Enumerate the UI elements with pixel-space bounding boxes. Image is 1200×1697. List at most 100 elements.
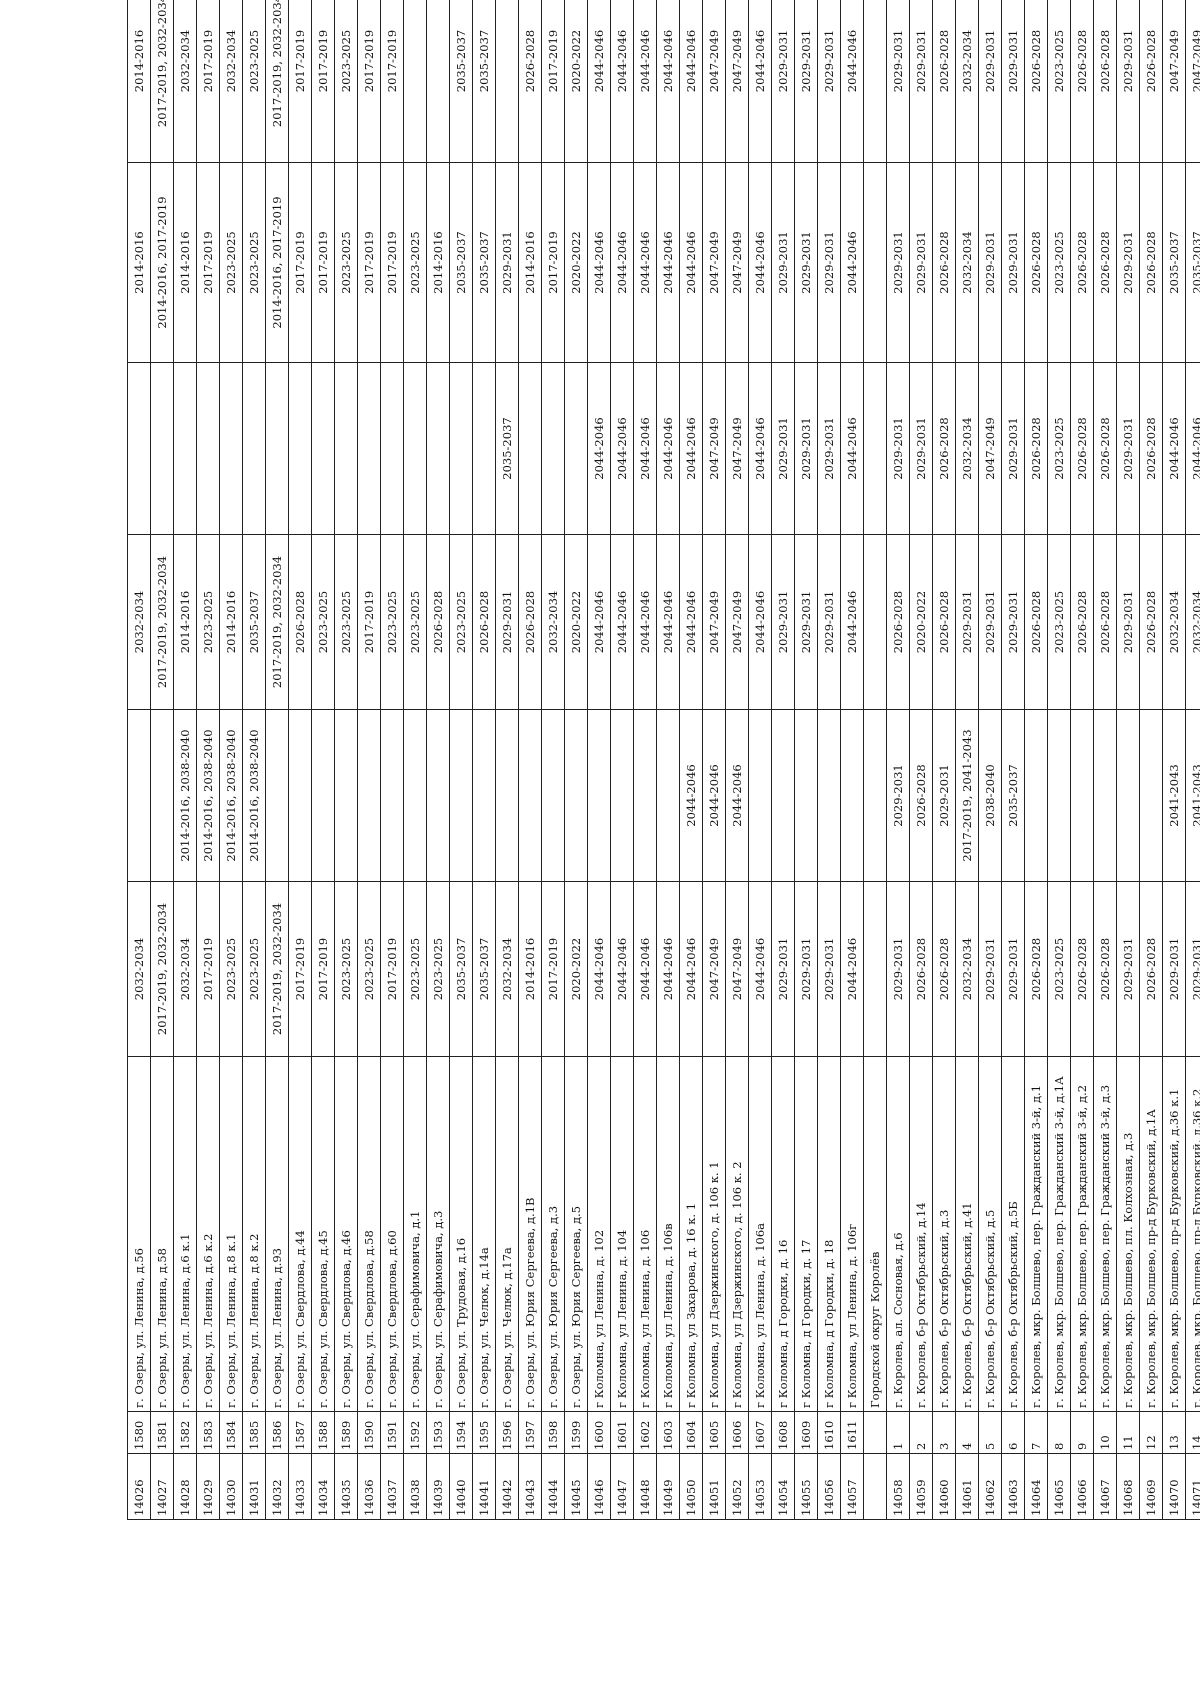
row-number-cell: 1601: [610, 1411, 634, 1454]
period-cell-1: 2026-2028: [909, 881, 933, 1057]
period-cell-4: 2044-2046: [840, 362, 864, 535]
row-code-cell: 14056: [817, 1453, 841, 1520]
period-cell-5: 2017-2019: [196, 162, 220, 363]
period-cell-1: 2014-2016: [518, 881, 542, 1057]
address-cell: г. Королев, мкр. Болшево, пер. Гражданск…: [1047, 1056, 1071, 1412]
period-cell-1: 2029-2031: [886, 881, 910, 1057]
period-cell-2: 2014-2016, 2038-2040: [173, 709, 197, 882]
row-number-cell: 14: [1185, 1411, 1200, 1454]
row-number-cell: 1591: [380, 1411, 404, 1454]
period-cell-4: 2044-2046: [748, 362, 772, 535]
address-cell: г Коломна, ул Дзержинского, д. 106 к. 2: [725, 1056, 749, 1412]
period-cell-5: 2017-2019: [380, 162, 404, 363]
period-cell-5: 2029-2031: [1116, 162, 1140, 363]
row-code-cell: 14028: [173, 1453, 197, 1520]
address-cell: г. Королев, б-р Октябрьский, д.3: [932, 1056, 956, 1412]
period-cell-6: 2032-2034: [173, 0, 197, 163]
period-cell-4: [196, 362, 220, 535]
row-code-cell: 14060: [932, 1453, 956, 1520]
address-cell: г Коломна, ул Захарова, д. 16 к. 1: [679, 1056, 703, 1412]
period-cell-1: 2032-2034: [173, 881, 197, 1057]
row-number-cell: 1605: [702, 1411, 726, 1454]
period-cell-1: 2029-2031: [794, 881, 818, 1057]
address-cell: г. Озеры, ул. Ленина, д.56: [127, 1056, 151, 1412]
row-code-cell: 14059: [909, 1453, 933, 1520]
address-cell: г Коломна, д Городки, д. 18: [817, 1056, 841, 1412]
row-code-cell: 14048: [633, 1453, 657, 1520]
period-cell-3: 2044-2046: [656, 534, 680, 710]
period-cell-3: 2044-2046: [633, 534, 657, 710]
period-cell-6: 2029-2031: [771, 0, 795, 163]
period-cell-3: 2017-2019: [357, 534, 381, 710]
row-number-cell: 10: [1093, 1411, 1117, 1454]
period-cell-2: [633, 709, 657, 882]
period-cell-1: 2023-2025: [403, 881, 427, 1057]
period-cell-2: [449, 709, 473, 882]
period-cell-2: [380, 709, 404, 882]
row-number-cell: [863, 1411, 887, 1454]
period-cell-5: 2014-2016, 2017-2019: [150, 162, 174, 363]
address-cell: г. Королев, мкр. Болшево, пр-д Бурковски…: [1185, 1056, 1200, 1412]
address-cell: г. Королев, б-р Октябрьский, д.14: [909, 1056, 933, 1412]
row-number-cell: 1599: [564, 1411, 588, 1454]
period-cell-6: 2044-2046: [610, 0, 634, 163]
period-cell-5: 2029-2031: [817, 162, 841, 363]
row-code-cell: 14035: [334, 1453, 358, 1520]
period-cell-5: 2047-2049: [725, 162, 749, 363]
period-cell-1: 2029-2031: [1162, 881, 1186, 1057]
period-cell-2: [863, 709, 887, 882]
period-cell-1: 2032-2034: [127, 881, 151, 1057]
row-code-cell: 14026: [127, 1453, 151, 1520]
row-code-cell: 14053: [748, 1453, 772, 1520]
address-cell: г. Королев, б-р Октябрьский, д.41: [955, 1056, 979, 1412]
period-cell-4: [242, 362, 266, 535]
period-cell-3: 2029-2031: [1001, 534, 1025, 710]
period-cell-5: 2032-2034: [955, 162, 979, 363]
period-cell-2: [748, 709, 772, 882]
period-cell-5: 2017-2019: [288, 162, 312, 363]
row-number-cell: 1589: [334, 1411, 358, 1454]
period-cell-1: 2032-2034: [955, 881, 979, 1057]
row-code-cell: 14066: [1070, 1453, 1094, 1520]
row-code-cell: 14049: [656, 1453, 680, 1520]
row-number-cell: 1600: [587, 1411, 611, 1454]
row-code-cell: 14057: [840, 1453, 864, 1520]
period-cell-5: 2014-2016: [127, 162, 151, 363]
period-cell-1: 2044-2046: [679, 881, 703, 1057]
period-cell-6: 2047-2049: [702, 0, 726, 163]
period-cell-1: 2020-2022: [564, 881, 588, 1057]
row-number-cell: 1603: [656, 1411, 680, 1454]
row-code-cell: 14033: [288, 1453, 312, 1520]
period-cell-1: 2029-2031: [1185, 881, 1200, 1057]
period-cell-5: 2026-2028: [1093, 162, 1117, 363]
period-cell-2: 2026-2028: [909, 709, 933, 882]
period-cell-6: 2035-2037: [449, 0, 473, 163]
row-number-cell: 1597: [518, 1411, 542, 1454]
period-cell-4: [288, 362, 312, 535]
period-cell-2: [610, 709, 634, 882]
period-cell-4: [219, 362, 243, 535]
address-cell: г. Королев, мкр. Болшево, пер. Гражданск…: [1070, 1056, 1094, 1412]
row-code-cell: 14071: [1185, 1453, 1200, 1520]
period-cell-6: 2023-2025: [334, 0, 358, 163]
period-cell-6: 2017-2019: [288, 0, 312, 163]
period-cell-2: 2014-2016, 2038-2040: [219, 709, 243, 882]
row-code-cell: 14061: [955, 1453, 979, 1520]
period-cell-6: 2029-2031: [978, 0, 1002, 163]
period-cell-6: [495, 0, 519, 163]
period-cell-4: [380, 362, 404, 535]
